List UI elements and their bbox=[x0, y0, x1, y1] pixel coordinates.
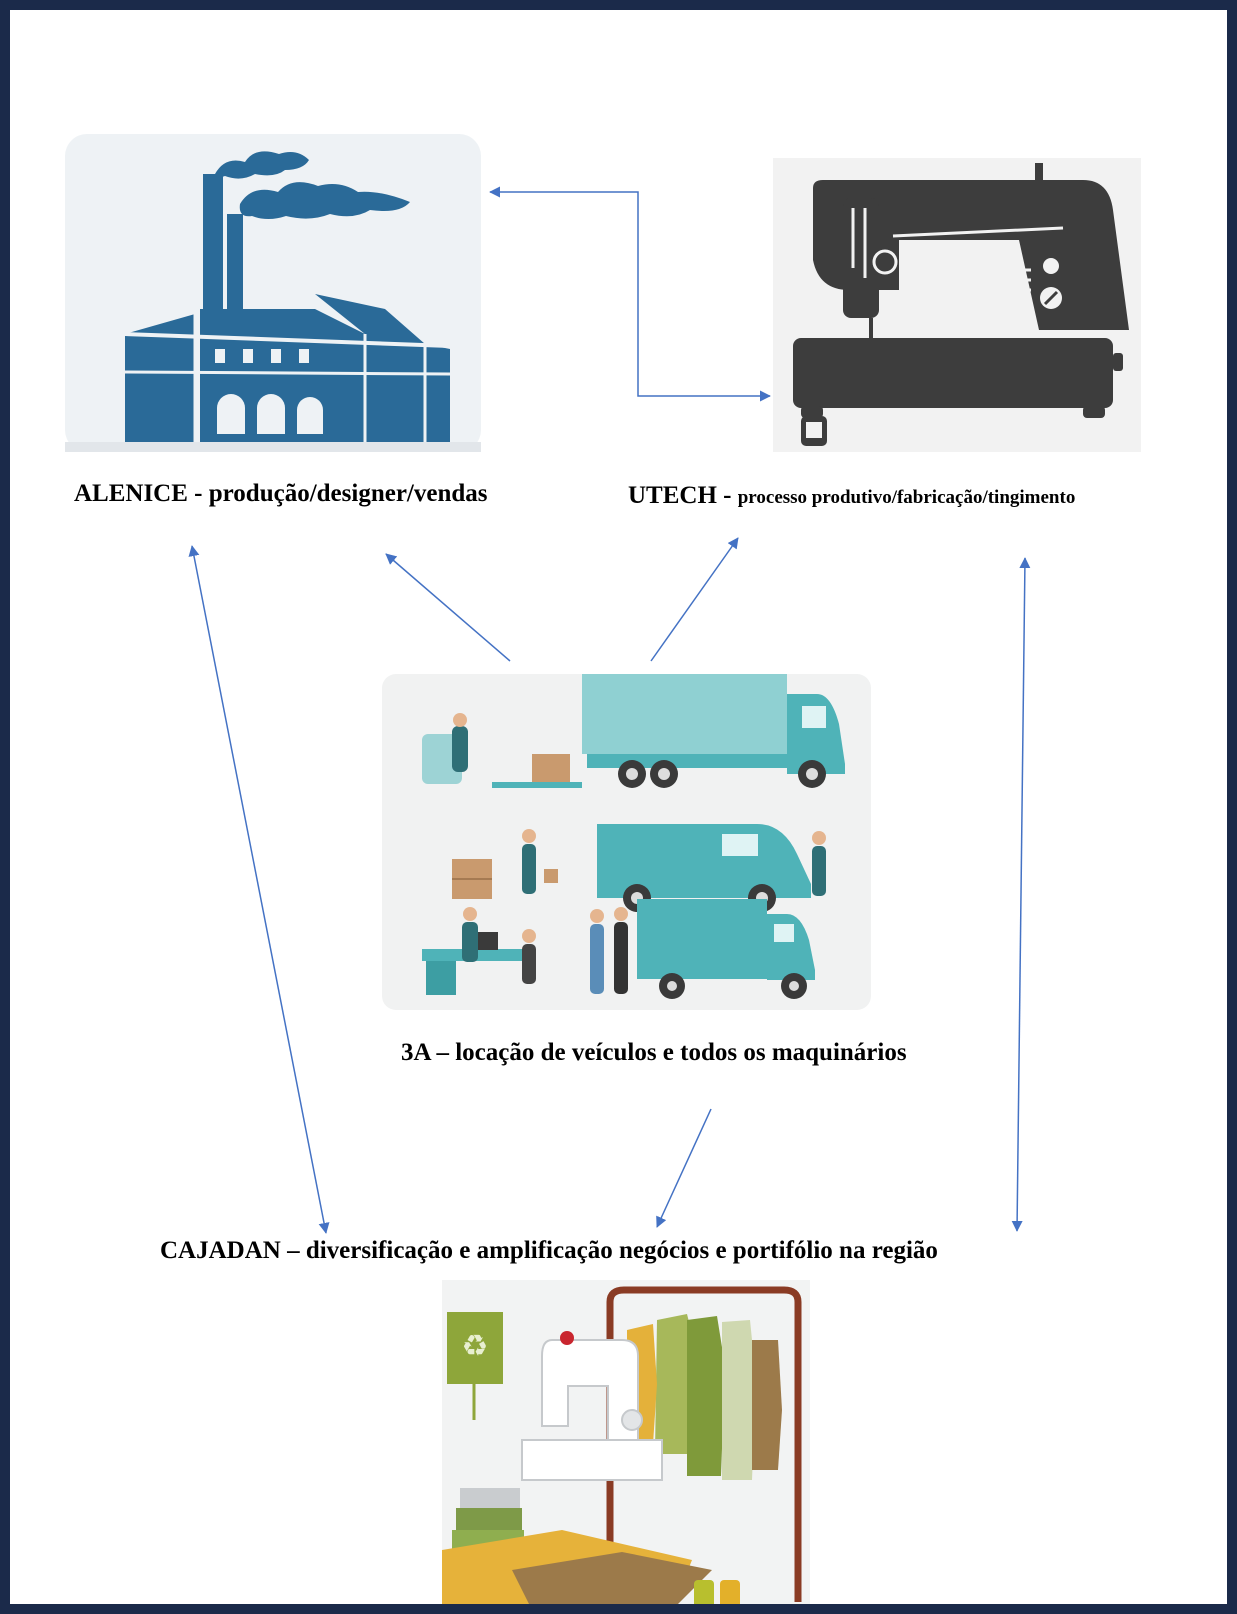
node-separator-cajadan: – bbox=[280, 1237, 306, 1264]
garment-workshop-icon: ♻ bbox=[442, 1280, 810, 1604]
node-name-alenice: ALENICE bbox=[74, 480, 188, 507]
edge-alenice-utech bbox=[489, 186, 771, 402]
logistics-trucks-icon bbox=[382, 674, 871, 1010]
svg-text:♻: ♻ bbox=[462, 1329, 489, 1364]
node-separator-utech: - bbox=[716, 482, 738, 509]
edge-utech-cajadan bbox=[1011, 557, 1031, 1232]
node-label-3a: 3A – locação de veículos e todos os maqu… bbox=[401, 1040, 907, 1065]
sewing-machine-icon bbox=[773, 158, 1141, 452]
node-name-3a: 3A bbox=[401, 1039, 431, 1066]
edge-3a-cajadan bbox=[656, 1108, 712, 1228]
factory-icon bbox=[65, 134, 481, 454]
edge-alenice-cajadan bbox=[188, 545, 330, 1234]
node-label-utech: UTECH - processo produtivo/fabricação/ti… bbox=[628, 483, 1075, 508]
node-description-utech: processo produtivo/fabricação/tingimento bbox=[737, 487, 1076, 508]
node-description-alenice: produção/designer/vendas bbox=[208, 480, 488, 507]
node-name-cajadan: CAJADAN bbox=[160, 1237, 281, 1264]
edge-3a-alenice bbox=[385, 553, 511, 662]
edge-3a-utech bbox=[650, 537, 739, 662]
node-description-cajadan: diversificação e amplificação negócios e… bbox=[305, 1237, 938, 1264]
node-name-utech: UTECH bbox=[628, 482, 717, 509]
node-label-cajadan: CAJADAN – diversificação e amplificação … bbox=[160, 1238, 938, 1263]
node-label-alenice: ALENICE - produção/designer/vendas bbox=[74, 481, 488, 506]
node-separator-3a: – bbox=[430, 1039, 456, 1066]
node-separator-alenice: - bbox=[187, 480, 209, 507]
node-description-3a: locação de veículos e todos os maquinári… bbox=[455, 1039, 907, 1066]
connector-layer bbox=[188, 186, 1031, 1234]
